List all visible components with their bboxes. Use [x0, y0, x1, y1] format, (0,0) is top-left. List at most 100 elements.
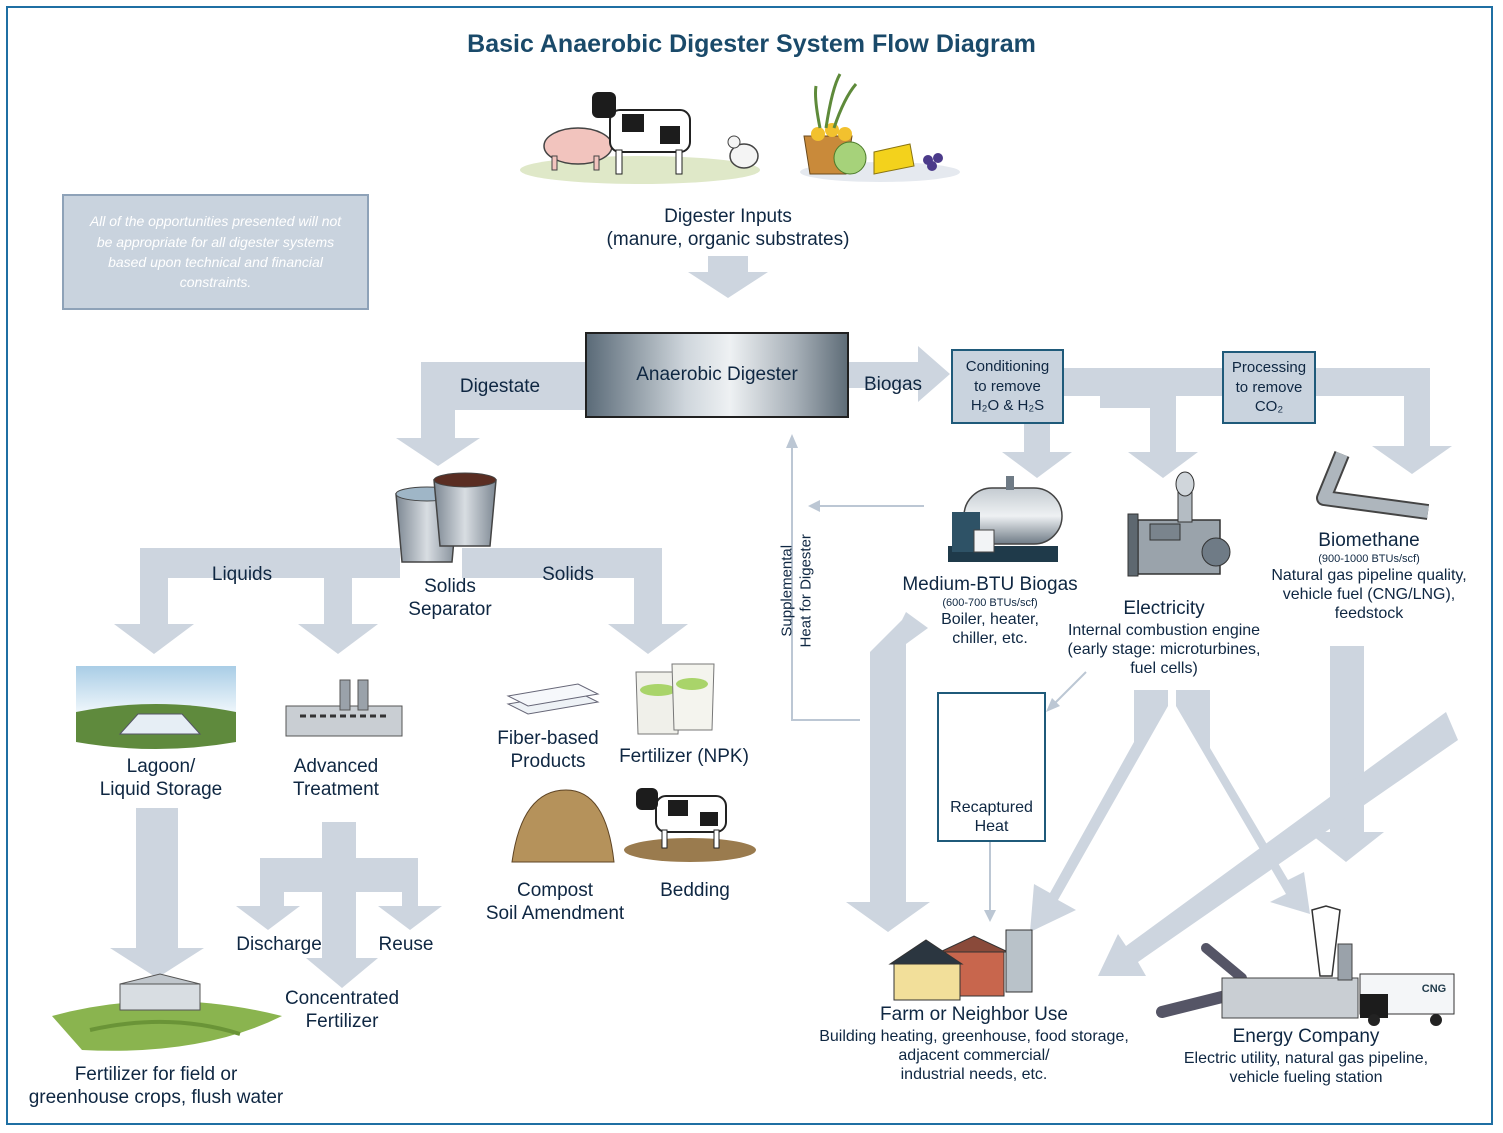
conditioning-line1: Conditioning	[965, 358, 1050, 376]
digestate-arrow	[396, 362, 585, 466]
bedding-label: Bedding	[660, 880, 730, 901]
biomethane-line3: feedstock	[1334, 605, 1404, 623]
bedding-cow-icon	[624, 788, 756, 862]
recaptured-heat-label: Recaptured Heat	[939, 798, 1044, 836]
inputs-label-line2: (manure, organic substrates)	[606, 228, 850, 250]
fiber-products-icon	[506, 683, 600, 715]
supplemental-heat-tip	[786, 434, 798, 448]
biomethane-down-arrow	[1308, 646, 1384, 862]
advanced-line2: Treatment	[293, 778, 379, 800]
recaptured-heat-tip	[984, 910, 996, 922]
separator-line2: Separator	[408, 598, 492, 620]
fertilizer-bags-icon	[635, 663, 715, 735]
biomethane-line2: vehicle fuel (CNG/LNG),	[1282, 586, 1456, 604]
farm-title: Farm or Neighbor Use	[880, 1004, 1068, 1025]
recaptured-heat-box	[937, 692, 1046, 842]
processing-line2: to remove	[1235, 378, 1303, 396]
conditioning-line2: to remove	[974, 377, 1041, 395]
farm-line3: industrial needs, etc.	[900, 1066, 1048, 1084]
farm-use-label: Farm or Neighbor Use Building heating, g…	[808, 1004, 1140, 1084]
engine-icon	[1127, 471, 1231, 577]
fertilizer-npk-label: Fertilizer (NPK)	[619, 746, 749, 767]
anaerobic-digester: Anaerobic Digester	[585, 332, 849, 418]
engine-heat-tip	[1046, 698, 1060, 712]
lagoon-down-arrow	[110, 808, 204, 978]
energy-line2: vehicle fueling station	[1229, 1068, 1383, 1086]
solids-label: Solids	[542, 564, 594, 585]
supplemental-line2: Heat for Digester	[797, 534, 814, 648]
separator-line1: Solids	[424, 576, 476, 597]
recaptured-line2: Heat	[974, 818, 1009, 836]
boiler-heat-tip	[808, 500, 820, 512]
farm-line1: Building heating, greenhouse, food stora…	[819, 1027, 1129, 1045]
medium-btu-title: Medium-BTU Biogas	[902, 574, 1078, 595]
inputs-arrow	[688, 256, 768, 298]
processing-line3: CO₂	[1254, 398, 1284, 416]
treatment-plant-icon	[285, 679, 403, 737]
conditioning-line3: H₂O & H₂S	[970, 397, 1045, 415]
fiber-products-label: Fiber-based Products	[488, 728, 608, 774]
reuse-label: Reuse	[378, 934, 434, 955]
electricity-label: Electricity Internal combustion engine (…	[1060, 598, 1268, 678]
farm-line2: adjacent commercial/	[898, 1046, 1050, 1064]
cond-down-arrow	[1002, 424, 1072, 478]
electricity-to-energy-arrow	[1176, 690, 1310, 914]
medium-btu-line2: chiller, etc.	[952, 630, 1028, 648]
diagram-title: Basic Anaerobic Digester System Flow Dia…	[467, 30, 1036, 58]
electricity-to-farm-arrow	[1030, 690, 1168, 932]
substrates-illustration	[800, 73, 960, 182]
lagoon-icon	[76, 666, 236, 749]
separator-label: Solids Separator	[392, 576, 508, 622]
separator-tanks-icon	[395, 472, 497, 563]
field-use-label: Fertilizer for field or greenhouse crops…	[20, 1064, 292, 1110]
medium-btu-line1: Boiler, heater,	[941, 610, 1039, 628]
field-line1: Fertilizer for field or	[74, 1064, 238, 1085]
discharge-label: Discharge	[236, 934, 322, 955]
compost-label: Compost Soil Amendment	[480, 880, 630, 926]
liquids-label: Liquids	[211, 564, 273, 585]
energy-company-label: Energy Company Electric utility, natural…	[1168, 1026, 1444, 1087]
concentrated-fertilizer-label: Concentrated Fertilizer	[276, 988, 408, 1034]
medium-btu-range: (600-700 BTUs/scf)	[942, 596, 1038, 609]
electricity-line3: fuel cells)	[1130, 660, 1198, 678]
solids-bar	[462, 548, 662, 578]
biomethane-arrow	[1316, 368, 1452, 474]
biogas-label: Biogas	[863, 374, 923, 395]
solids-arrow	[608, 578, 688, 654]
medium-to-farm-arrow	[846, 612, 930, 932]
livestock-illustration	[520, 92, 760, 184]
biomethane-to-farm-arrow	[1098, 712, 1458, 976]
treatment-down-arrow	[236, 822, 442, 988]
compost-line1: Compost	[516, 880, 594, 901]
inputs-label-line1: Digester Inputs	[664, 206, 792, 227]
fiber-line1: Fiber-based	[497, 728, 599, 749]
lagoon-arrow	[114, 548, 194, 654]
concentrated-line2: Fertilizer	[305, 1010, 379, 1032]
farm-buildings-icon	[888, 929, 1033, 1001]
processing-box: Processing to remove CO₂	[1222, 351, 1316, 424]
advanced-line1: Advanced	[293, 756, 379, 777]
engine-heat-line	[1051, 671, 1087, 707]
biomethane-line1: Natural gas pipeline quality,	[1271, 566, 1467, 584]
diagram-frame	[6, 6, 1493, 1125]
inputs-label: Digester Inputs (manure, organic substra…	[600, 206, 856, 252]
compost-pile-icon	[511, 789, 615, 863]
energy-title: Energy Company	[1232, 1026, 1380, 1047]
electricity-line1: Internal combustion engine	[1067, 621, 1261, 639]
cng-truck-label: CNG	[1421, 983, 1447, 995]
energy-company-icon	[1156, 905, 1455, 1026]
lagoon-line2: Liquid Storage	[99, 778, 223, 800]
concentrated-line1: Concentrated	[284, 988, 400, 1009]
biomethane-title: Biomethane	[1318, 530, 1420, 551]
constraints-note: All of the opportunities presented will …	[62, 194, 369, 310]
advanced-treatment-label: Advanced Treatment	[280, 756, 392, 802]
biomethane-label: Biomethane (900-1000 BTUs/scf) Natural g…	[1262, 530, 1476, 624]
fiber-line2: Products	[510, 750, 586, 772]
digestate-label: Digestate	[459, 376, 541, 397]
boiler-tank-icon	[948, 476, 1063, 562]
lagoon-label: Lagoon/ Liquid Storage	[86, 756, 236, 802]
liquids-bar	[140, 548, 400, 578]
supplemental-heat-label: Supplemental Heat for Digester	[778, 516, 816, 666]
compost-line2: Soil Amendment	[485, 902, 625, 924]
